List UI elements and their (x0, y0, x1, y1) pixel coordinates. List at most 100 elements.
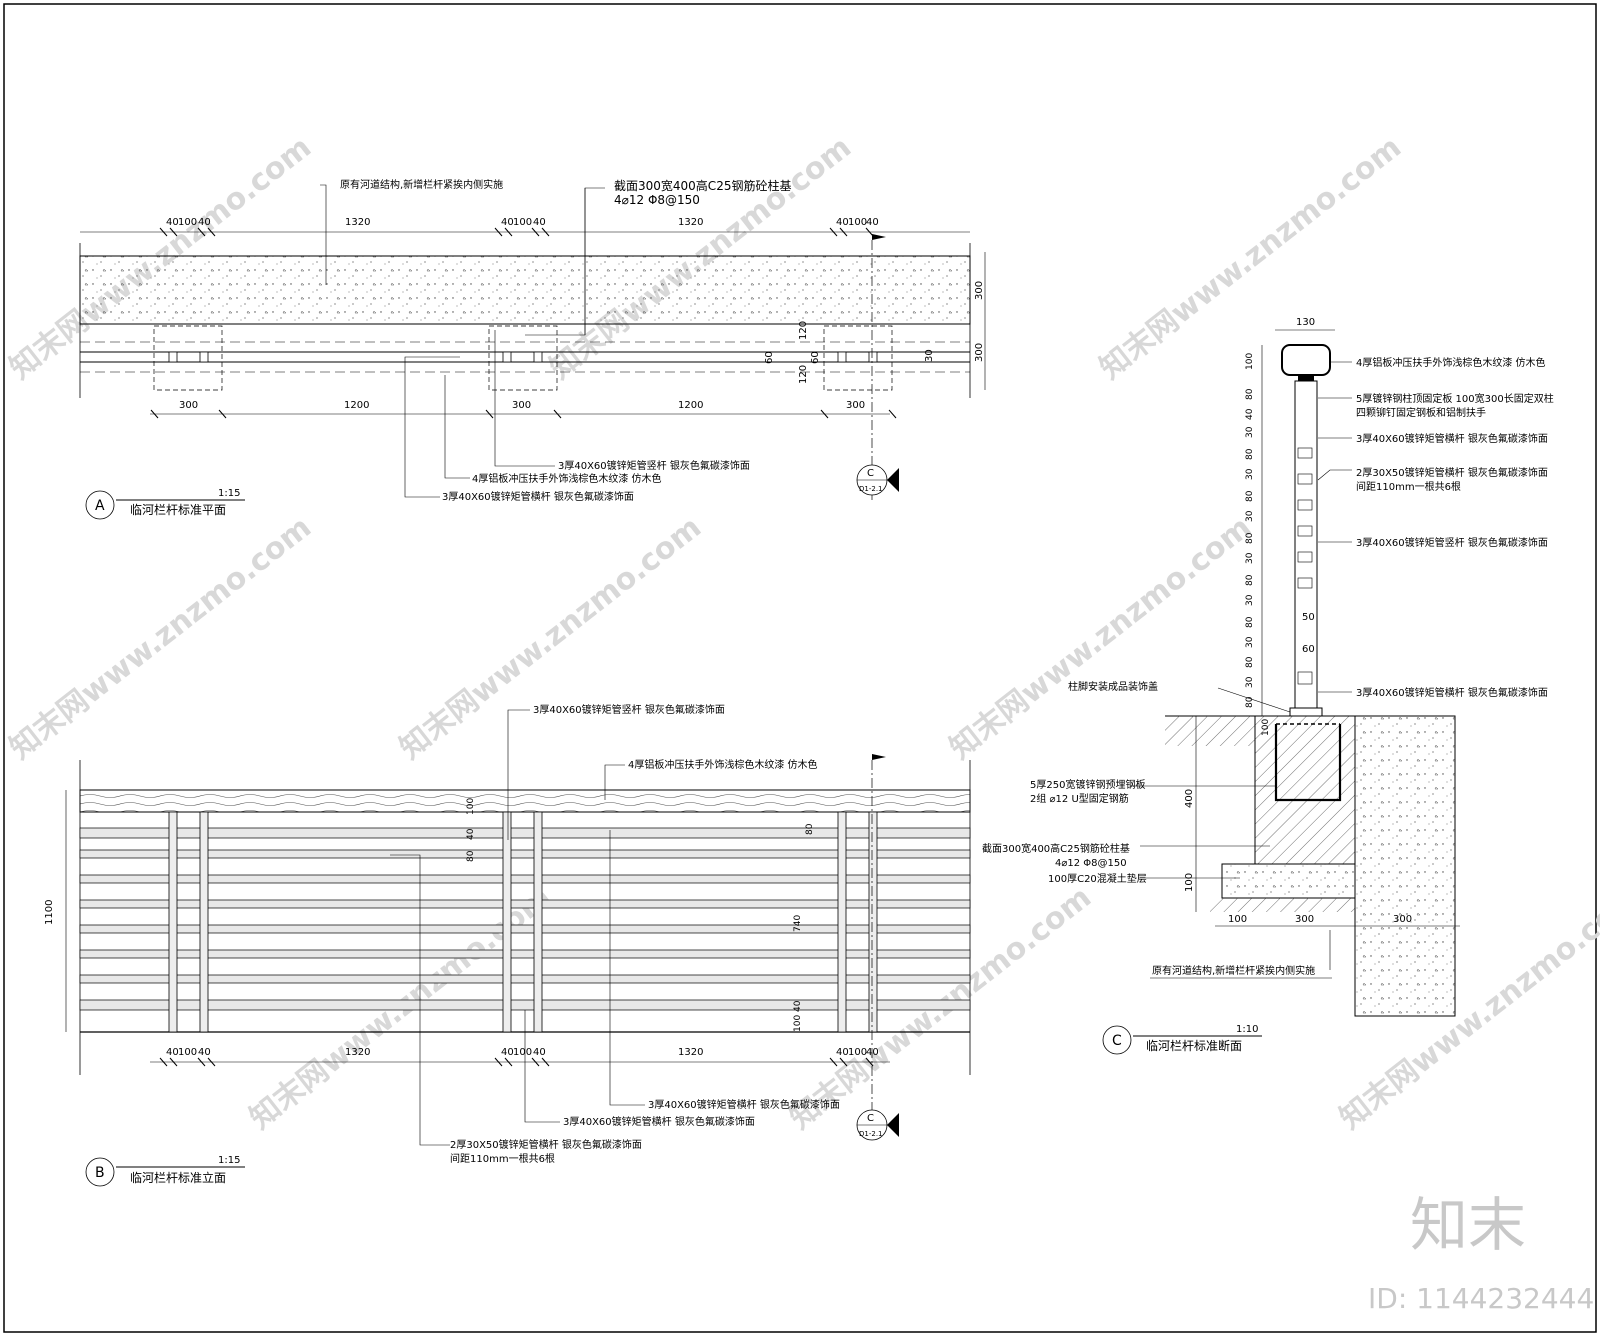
dim-label: 300 (1393, 914, 1412, 925)
dim-label: 30 (1245, 636, 1255, 648)
note-rail-sec: 3厚40X60镀锌矩管横杆 银灰色氟碳漆饰面 (1356, 686, 1548, 699)
dim-label: 40 (1245, 408, 1255, 420)
dim-label: 40 (198, 217, 211, 228)
view-scale: 1:15 (218, 488, 240, 499)
rail-elevation (79, 999, 971, 1011)
note-bar-elev: 2厚30X50镀锌矩管横杆 银灰色氟碳漆饰面 (450, 1138, 642, 1151)
dim-label: 100 (1184, 873, 1195, 892)
note-rail: 3厚40X60镀锌矩管横杆 银灰色氟碳漆饰面 (442, 490, 634, 503)
post-elevation (168, 811, 178, 1033)
post-plan (533, 351, 543, 363)
u-rebar (1274, 724, 1342, 802)
post-elevation (837, 811, 847, 1033)
dim-label: 40 (836, 1047, 849, 1058)
dim-label: 80 (1245, 656, 1255, 668)
note-bar-spacing: 间距110mm一根共6根 (1356, 480, 1461, 493)
dim-label: 120 (798, 365, 809, 384)
watermark-text: 知末网www.znzmo.com (1093, 130, 1408, 387)
post-section (1294, 380, 1318, 709)
dim-label: 40 (866, 217, 879, 228)
existing-wall-plan (79, 255, 971, 325)
brand-logo-text: 知末 (1410, 1191, 1526, 1259)
title-marker (1102, 1025, 1132, 1055)
dim-label: 30 (1245, 552, 1255, 564)
note-post-sec: 3厚40X60镀锌矩管竖杆 银灰色氟碳漆饰面 (1356, 536, 1548, 549)
dim-label: 740 (793, 915, 803, 932)
post-elevation (199, 811, 209, 1033)
footing-plan (488, 325, 558, 391)
note-rail-sec: 3厚40X60镀锌矩管横杆 银灰色氟碳漆饰面 (1356, 432, 1548, 445)
sheet-border (3, 3, 1597, 1333)
dim-label: 300 (974, 281, 985, 300)
dim-label: 80 (1245, 574, 1255, 586)
dim-label: 100 (1261, 719, 1271, 736)
dim-label: 50 (1302, 612, 1315, 623)
dim-label: 100 (466, 798, 476, 815)
note-footing-sec: 截面300宽400高C25钢筋砼柱基 (982, 842, 1130, 855)
callout-label: C (867, 468, 874, 479)
note-footing-rebar: 4⌀12 Φ8@150 (1055, 858, 1127, 869)
dim-label: 100 (513, 217, 532, 228)
dim-label: 100 (793, 1015, 803, 1032)
rail-elevation (79, 899, 971, 909)
view-scale: 1:10 (1236, 1024, 1258, 1035)
dim-label: 120 (798, 321, 809, 340)
note-footing: 截面300宽400高C25钢筋砼柱基 (614, 178, 791, 193)
view-scale: 1:15 (218, 1155, 240, 1166)
watermark-text: 知末网www.znzmo.com (3, 510, 318, 767)
dim-label: 60 (764, 351, 775, 364)
dim-label: 30 (1245, 594, 1255, 606)
footing-plan (823, 325, 893, 391)
dim-label: 1200 (678, 400, 703, 411)
note-bar-sec: 2厚30X50镀锌矩管横杆 银灰色氟碳漆饰面 (1356, 466, 1548, 479)
note-embed: 5厚250宽镀锌钢预埋钢板 (1030, 778, 1145, 791)
dim-label: 400 (1184, 789, 1195, 808)
dim-label: 80 (466, 850, 476, 862)
note-post: 3厚40X60镀锌矩管竖杆 银灰色氟碳漆饰面 (558, 459, 750, 472)
post-elevation (868, 811, 878, 1033)
note-rail-elev: 3厚40X60镀锌矩管横杆 银灰色氟碳漆饰面 (563, 1115, 755, 1128)
dim-label: 30 (1245, 510, 1255, 522)
dim-label: 80 (1245, 388, 1255, 400)
dim-label: 1320 (678, 217, 703, 228)
dim-label: 100 (178, 1047, 197, 1058)
rail-elevation (79, 874, 971, 884)
dim-label: 80 (805, 823, 815, 835)
title-marker (85, 490, 115, 520)
cushion-section (1221, 863, 1356, 899)
dim-label: 40 (198, 1047, 211, 1058)
view-title: 临河栏杆标准立面 (130, 1170, 226, 1185)
dim-label: 100 (178, 217, 197, 228)
dim-label: 30 (1245, 468, 1255, 480)
brand-id: ID: 1144232444 (1368, 1282, 1594, 1315)
note-existing: 原有河道结构,新增栏杆紧挨内侧实施 (340, 178, 503, 191)
dim-label: 80 (1245, 532, 1255, 544)
section-c: 130 50 60 100 80 40 30 80 30 80 30 80 30… (982, 317, 1554, 1055)
dim-label: 300 (1295, 914, 1314, 925)
post-plan (168, 351, 178, 363)
dim-label: 1320 (345, 1047, 370, 1058)
dim-label: 40 (866, 1047, 879, 1058)
watermark-text: 知末网www.znzmo.com (393, 510, 708, 767)
dim-label: 80 (1245, 448, 1255, 460)
dim-height: 1100 (44, 900, 55, 925)
note-bar-spacing: 间距110mm一根共6根 (450, 1152, 555, 1165)
rail-elevation (79, 827, 971, 839)
dim-label: 100 (848, 217, 867, 228)
note-embed-rebar: 2组 ⌀12 U型固定钢筋 (1030, 792, 1129, 805)
view-title: 临河栏杆标准断面 (1146, 1038, 1242, 1053)
dim-label: 30 (1245, 676, 1255, 688)
dim-label: 1320 (345, 217, 370, 228)
dim-label: 40 (501, 217, 514, 228)
post-plan (868, 351, 878, 363)
callout-label: C (867, 1113, 874, 1124)
post-plan (502, 351, 512, 363)
dim-label: 300 (512, 400, 531, 411)
note-plate: 5厚镀锌钢柱顶固定板 100宽300长固定双柱 (1356, 392, 1554, 405)
title-marker-letter: C (1112, 1033, 1122, 1049)
dim-label: 100 (1245, 353, 1255, 370)
plan-a: 40 100 40 1320 40 100 40 1320 40 100 40 … (79, 178, 986, 520)
dim-label: 30 (924, 349, 935, 362)
dim-label: 40 (793, 1000, 803, 1012)
